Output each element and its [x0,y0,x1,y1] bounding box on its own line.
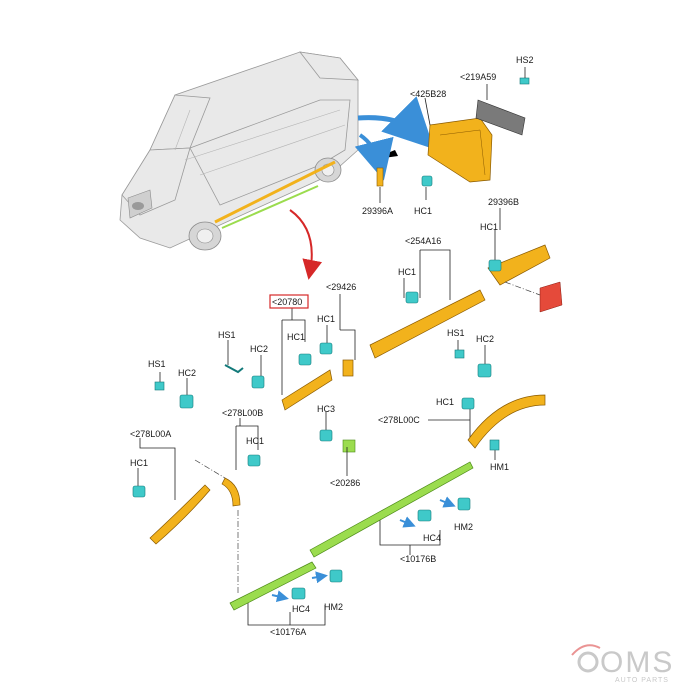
red-end-cap [539,281,563,313]
label-hc3: HC3 [317,404,335,414]
label-278l00c: <278L00C [378,415,420,425]
label-hc1-c: HC1 [398,267,416,277]
hc2-clip-b [179,394,194,409]
hc1-clip-e [298,353,312,366]
label-hc4-a: HC4 [292,604,310,614]
label-425b28: <425B28 [410,89,446,99]
label-20286: <20286 [330,478,360,488]
moulding-10176b [309,461,474,558]
moulding-29396b [487,244,551,286]
wheel-arch-278l00a [149,484,211,545]
label-hc1-e: HC1 [287,332,305,342]
blue-arrow-trim [354,133,394,181]
wheel-arch-group [149,394,546,545]
moulding-20780 [281,369,333,411]
hm1-clip [489,439,500,451]
label-hs1-a: HS1 [218,330,236,340]
label-hm1: HM1 [490,462,509,472]
hs1-screw-c [454,349,465,359]
label-hc1-d: HC1 [317,314,335,324]
hc1-clip-b [405,291,419,304]
moulding-254a16 [369,289,486,359]
hc1-clip-h [132,485,146,498]
label-219a59: <219A59 [460,72,496,82]
label-hc2-b: HC2 [178,368,196,378]
watermark-logo: OMS AUTO PARTS [571,644,674,684]
label-hc1-g: HC1 [436,397,454,407]
hc1-clip-g [461,397,475,410]
label-hm2-a: HM2 [324,602,343,612]
label-278l00a: <278L00A [130,429,171,439]
highlight-box-20780 [269,294,309,309]
label-20780: <20780 [272,297,302,307]
van-illustration [119,51,398,251]
moulding-29426 [342,359,354,377]
label-hs1-c: HS1 [447,328,465,338]
red-arrow-mouldings [289,209,323,280]
blue-arrow-rear-lamp [357,96,435,150]
moulding-10176a [229,561,317,611]
watermark-tagline: AUTO PARTS [615,677,669,684]
upper-moulding-group [281,244,563,453]
label-hc2-a: HC2 [250,344,268,354]
label-group: HS2 <219A59 <425B28 29396A HC1 29396B <2… [130,55,534,637]
label-hc1-f: HC1 [246,436,264,446]
label-29396b: 29396B [488,197,519,207]
label-278l00b: <278L00B [222,408,263,418]
label-10176a: <10176A [270,627,306,637]
label-hs2-top: HS2 [516,55,534,65]
label-hc4-b: HC4 [423,533,441,543]
label-hc2-c: HC2 [476,334,494,344]
rear-panel-group [376,67,530,203]
wheel-arch-278l00b [221,477,241,507]
leader-lines [137,208,501,626]
hc2-clip-a [251,375,265,389]
label-10176b: <10176B [400,554,436,564]
wheel-arch-278l00c [467,394,546,449]
hc1-clip-f [247,454,261,467]
hm2-clip-b [457,497,471,511]
label-254a16: <254A16 [405,236,441,246]
hc1-clip-c [488,259,502,272]
watermark-brand: OMS [600,646,674,679]
hc2-clip-c [477,363,492,378]
hc4-clip-b [417,509,432,522]
label-hs1-b: HS1 [148,359,166,369]
hs1-screw-b [154,381,165,391]
hc4-clip-a [291,587,306,600]
label-hm2-b: HM2 [454,522,473,532]
trim-29396a [376,167,384,187]
clip-group [132,259,502,603]
lower-moulding-group [194,459,474,611]
label-hc1-b: HC1 [480,222,498,232]
hc1-clip-a [421,175,433,187]
label-29396a: 29396A [362,206,393,216]
bracket-part [475,99,526,136]
hs1-screw-a [224,364,244,374]
label-hc1-h: HC1 [130,458,148,468]
hs2-screw [519,77,530,85]
hc3-clip [319,429,333,442]
label-hc1-a: HC1 [414,206,432,216]
hc1-clip-d [319,342,333,355]
label-29426: <29426 [326,282,356,292]
clip-20286 [342,439,356,453]
hm2-clip-a [329,569,343,583]
